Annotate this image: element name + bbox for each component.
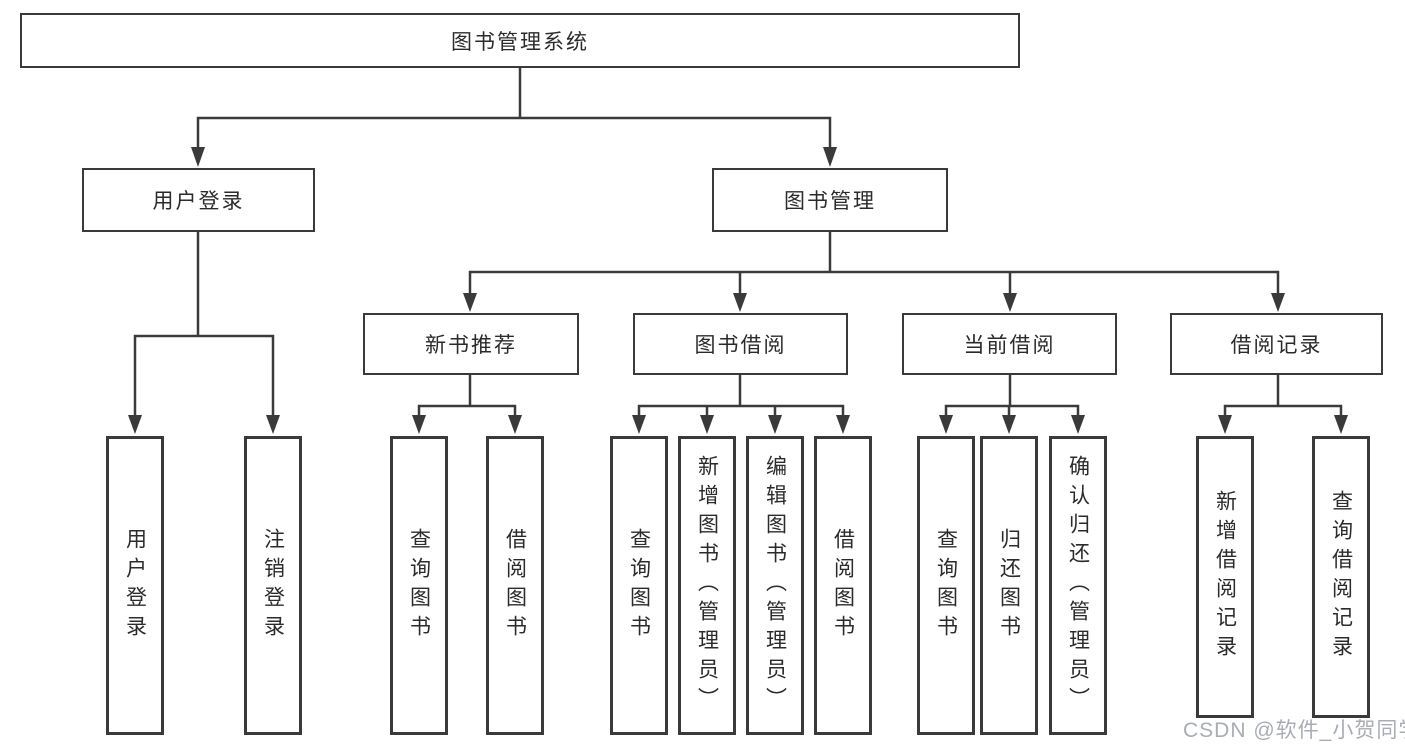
leaf-borrow-books: 借阅图书 [814,436,872,735]
node-library-system: 图书管理系统 [20,13,1020,68]
node-label: 借阅图书 [831,527,855,644]
arrowhead [733,293,747,312]
arrowhead [128,415,142,434]
arrowhead [836,415,850,434]
node-label: 确认归还（管理员） [1066,455,1090,716]
csdn-watermark: CSDN @软件_小贺同学 [1183,719,1405,742]
node-current-borrow: 当前借阅 [902,313,1117,375]
arrowhead [1271,293,1285,312]
node-label: 图书管理系统 [451,30,589,54]
node-label: 用户登录 [152,190,245,213]
arrowhead [191,147,205,167]
node-label: 新书推荐 [425,334,517,357]
arrowhead [768,415,782,434]
arrowhead [939,415,953,434]
node-label: 编辑图书（管理员） [763,455,787,716]
node-label: 图书借阅 [694,334,787,357]
arrowhead [508,415,522,434]
leaf-query-books-current: 查询图书 [917,436,975,735]
node-label: 查询图书 [407,527,431,644]
node-new-book-recommend: 新书推荐 [363,313,579,375]
node-label: 归还图书 [997,527,1021,644]
connector-new-book-recommend [417,375,517,418]
arrowhead [632,415,646,434]
connector-book-management [468,232,1280,295]
node-borrow-records: 借阅记录 [1170,313,1383,375]
leaf-user-login: 用户登录 [106,436,164,735]
node-label: 查询图书 [934,527,958,644]
node-label: 借阅记录 [1230,334,1323,357]
leaf-query-books-borrow: 查询图书 [610,436,668,735]
connector-borrow-records [1223,375,1343,418]
leaf-confirm-return-admin: 确认归还（管理员） [1049,436,1107,735]
node-label: 查询借阅记录 [1329,490,1353,664]
arrowhead [700,415,714,434]
leaf-query-books-recommend: 查询图书 [390,436,448,735]
arrowhead [1002,415,1016,434]
leaf-edit-books-admin: 编辑图书（管理员） [746,436,804,735]
node-user-login: 用户登录 [82,168,315,232]
node-book-borrow: 图书借阅 [633,313,848,375]
connector-book-borrow [637,375,845,418]
node-label: 图书管理 [784,190,876,213]
leaf-add-borrow-record: 新增借阅记录 [1196,436,1254,718]
leaf-logout: 注销登录 [244,436,302,735]
node-label: 借阅图书 [503,527,527,644]
node-book-management: 图书管理 [712,168,948,232]
arrowhead [412,415,426,434]
arrowhead [823,147,837,167]
leaf-query-borrow-record: 查询借阅记录 [1312,436,1370,718]
node-label: 当前借阅 [963,334,1056,357]
connector-current-borrow [944,375,1080,418]
node-label: 查询图书 [627,527,651,644]
arrowhead [1218,415,1232,434]
node-label: 新增图书（管理员） [695,455,719,716]
node-label: 新增借阅记录 [1213,490,1237,664]
arrowhead [463,293,477,312]
arrowhead [1003,293,1017,312]
leaf-return-books: 归还图书 [980,436,1038,735]
arrowhead [1071,415,1085,434]
arrowhead [266,415,280,434]
leaf-add-books-admin: 新增图书（管理员） [678,436,736,735]
leaf-borrow-books-recommend: 借阅图书 [486,436,544,735]
connector-user-login [133,232,275,418]
node-label: 注销登录 [261,527,285,644]
connector-root [196,68,832,150]
arrowhead [1334,415,1348,434]
arrowheads [128,147,1348,434]
node-label: 用户登录 [123,527,147,644]
